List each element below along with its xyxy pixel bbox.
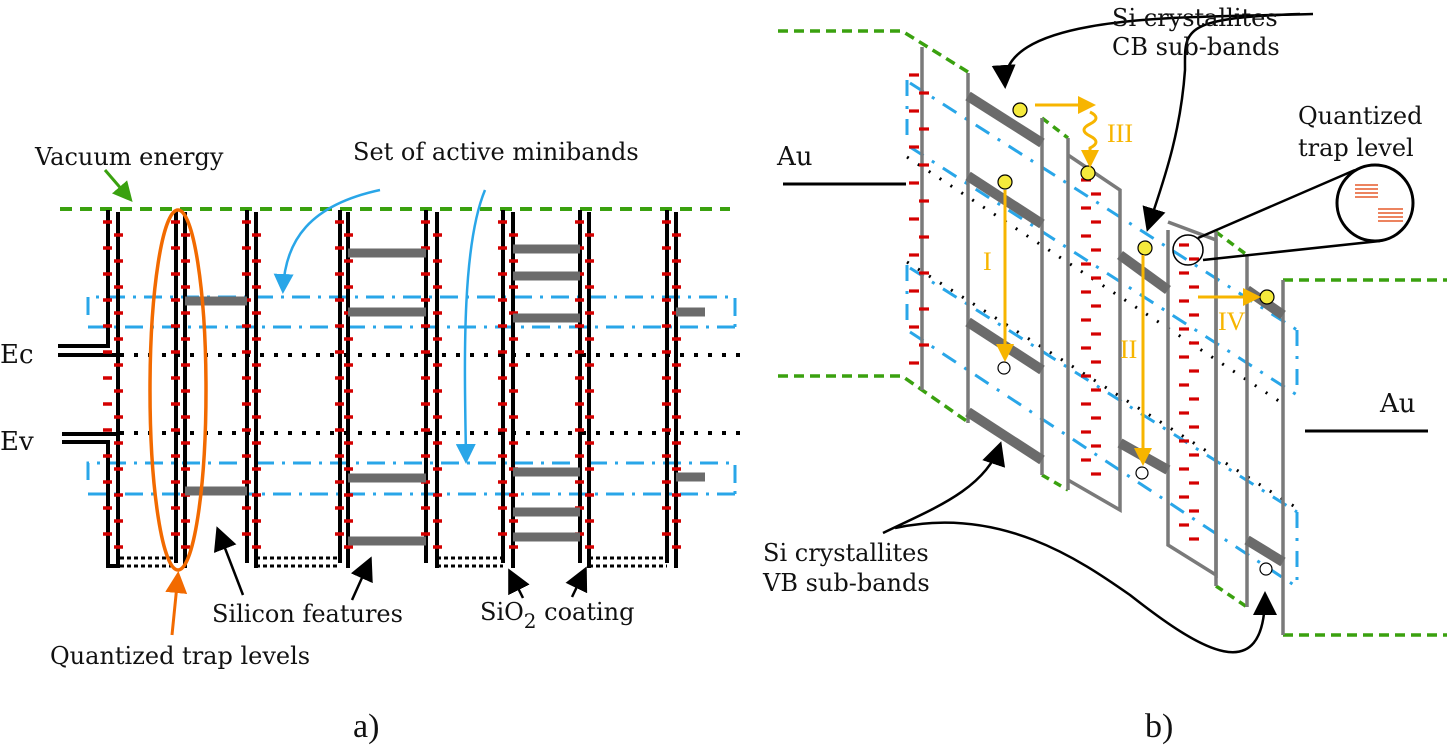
minibands-arrow-2	[455, 189, 487, 464]
holes	[997, 361, 1273, 576]
vb-subbands-label-line1: Si crystallites	[763, 539, 929, 567]
sio2-arrow-2	[565, 566, 588, 598]
well-bottoms	[120, 556, 667, 568]
magnified-trap-levels	[1355, 184, 1403, 222]
silicon-features-arrow-2	[350, 556, 373, 601]
transition-III-label: III	[1107, 119, 1133, 148]
panel-a-label: a)	[353, 708, 379, 745]
silicon-features-arrow-1	[213, 526, 245, 596]
trap-level-small-circle	[1172, 234, 1204, 266]
transition-II-label: II	[1120, 335, 1137, 364]
cb-miniband-b	[905, 80, 1299, 397]
transitions	[996, 96, 1261, 466]
magnifier-line-1	[1197, 168, 1356, 240]
cb-subbands-label-line2: CB sub-bands	[1112, 33, 1280, 61]
au-right-label: Au	[1379, 389, 1416, 419]
quantized-trap-levels-label: Quantized trap levels	[50, 642, 310, 670]
trap-levels-ellipse	[148, 208, 208, 572]
vb-edge-b-mid	[1041, 473, 1069, 492]
sio2-arrow-1	[508, 568, 530, 599]
electrons	[997, 102, 1275, 305]
vb-subbands-arrow-2	[894, 521, 1277, 654]
electron-5	[1259, 289, 1275, 305]
ev-label: Ev	[0, 427, 34, 457]
vb-miniband-b	[905, 265, 1299, 589]
vb-edge-b-left	[778, 374, 970, 424]
sio2-walls	[106, 210, 678, 568]
hole-2	[1135, 466, 1149, 480]
panel-b: I II III IV Si crystallites CB sub-bands…	[762, 4, 1447, 745]
vb-subbands-arrow-1	[882, 441, 1006, 535]
cb-miniband-box	[86, 295, 737, 330]
electron-2	[997, 174, 1013, 190]
magnifier-line-2	[1202, 239, 1381, 262]
transition-III-wave	[1081, 110, 1099, 168]
left-contact-vb-outer	[62, 440, 120, 568]
vacuum-energy-label: Vacuum energy	[34, 143, 224, 171]
hole-1	[997, 361, 1011, 375]
hole-3	[1259, 562, 1273, 576]
active-minibands-label: Set of active minibands	[353, 138, 639, 166]
transition-IV-label: IV	[1218, 307, 1246, 336]
vb-edge-b-right	[1215, 584, 1248, 609]
crystallite-walls	[920, 47, 1285, 635]
trap-levels-arrow	[165, 571, 188, 636]
panel-b-label: b)	[1145, 708, 1173, 745]
left-contact-cb	[58, 212, 110, 348]
sio2-coating-label: SiO2 coating	[480, 598, 635, 633]
electron-1	[1012, 102, 1028, 118]
vacuum-arrow	[103, 169, 133, 203]
trap-level-magnifier	[1335, 163, 1415, 243]
vacuum-line-b-right	[1214, 230, 1249, 257]
ec-label: Ec	[0, 340, 34, 370]
trap-marks-b	[909, 73, 1199, 541]
transition-I-label: I	[983, 247, 992, 276]
cb-subbands-label-line1: Si crystallites	[1112, 4, 1278, 32]
cb-subbands-arrow-2	[1142, 12, 1301, 232]
trap-level-label-line2: trap level	[1298, 134, 1414, 162]
minibands-arrow-1	[273, 188, 381, 294]
vacuum-line-b-top	[778, 29, 969, 74]
fermi-dotted-bottom	[906, 260, 1301, 512]
silicon-features-label: Silicon features	[212, 600, 403, 628]
electron-3	[1080, 165, 1096, 181]
trap-level-marks	[103, 220, 681, 549]
au-left-label: Au	[776, 142, 813, 172]
silicon-subbands	[185, 244, 705, 546]
electron-4	[1137, 240, 1153, 256]
vb-miniband-box	[86, 461, 737, 496]
panel-a: Vacuum energy Set of active minibands Ec…	[0, 138, 745, 745]
trap-level-label-line1: Quantized	[1298, 102, 1422, 130]
vb-subbands-label-line2: VB sub-bands	[762, 569, 930, 597]
vacuum-line-b-mid	[1040, 116, 1070, 140]
